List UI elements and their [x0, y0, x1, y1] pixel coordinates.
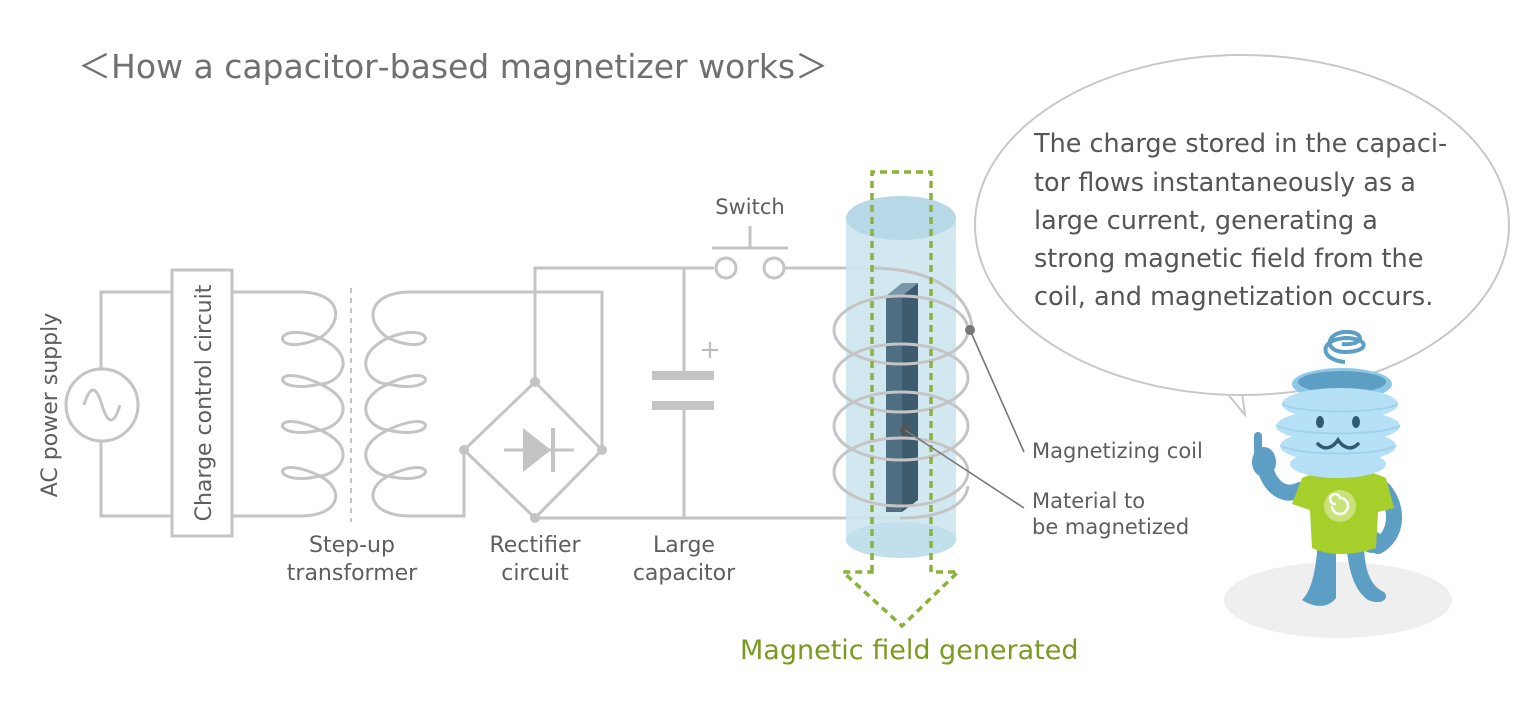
bubble-line-5: coil, and magnetization occurs.	[1034, 282, 1433, 312]
capacitor-label-line1: Large	[653, 533, 715, 558]
mascot-character	[1224, 329, 1452, 638]
material-to-be-magnetized	[886, 296, 902, 512]
speech-bubble: The charge stored in the capaci- tor flo…	[974, 54, 1510, 419]
capacitor-plus-sign: +	[699, 335, 721, 365]
material-top	[886, 283, 918, 296]
mascot-eye-left	[1316, 416, 1324, 428]
mascot-eye-right	[1352, 416, 1360, 428]
rectifier-label-line1: Rectifier	[489, 533, 581, 558]
bubble-line-3: large current, generating a	[1034, 206, 1378, 236]
mascot-mustache	[1316, 436, 1360, 450]
switch-label: Switch	[715, 195, 784, 219]
large-capacitor: + Large capacitor	[633, 268, 736, 586]
rectifier-circuit: Rectifier circuit	[459, 266, 714, 586]
switch: Switch	[712, 195, 788, 280]
step-up-label-line1: Step-up	[309, 533, 395, 558]
sine-wave-icon	[82, 388, 122, 422]
material-side	[902, 283, 918, 512]
bubble-line-2: tor flows instantaneously as a	[1034, 168, 1416, 198]
bubble-line-4: strong magnetic field from the	[1034, 244, 1423, 274]
ac-power-supply: AC power supply	[38, 290, 172, 518]
magnetic-field-arrow	[838, 170, 963, 629]
material-label-line2: be magnetized	[1032, 515, 1189, 539]
capacitor-plate-bottom	[652, 401, 714, 410]
charge-control-circuit: Charge control circuit	[170, 268, 234, 538]
capacitor-plate-top	[652, 371, 714, 380]
charge-control-label: Charge control circuit	[192, 284, 217, 521]
magnetizing-coil-assembly	[832, 170, 1025, 629]
rectifier-label-line2: circuit	[501, 561, 569, 586]
swirl-logo-icon	[1328, 492, 1350, 516]
magnetizing-coil	[832, 266, 975, 520]
ac-power-supply-label: AC power supply	[38, 313, 63, 497]
step-up-transformer: Step-up transformer	[232, 288, 604, 586]
spring-antenna-icon	[1323, 329, 1366, 364]
capacitor-label-line2: capacitor	[633, 561, 736, 586]
diagram-title: ＜How a capacitor‑based magnetizer works＞	[78, 47, 828, 86]
magnetic-field-label: Magnetic field generated	[740, 635, 1079, 666]
mascot-shadow	[1224, 562, 1452, 638]
magnetizing-coil-label: Magnetizing coil	[1032, 439, 1203, 463]
diode-icon	[523, 428, 551, 472]
bubble-line-1: The charge stored in the capaci-	[1033, 129, 1447, 159]
step-up-label-line2: transformer	[287, 561, 418, 586]
material-label-line1: Material to	[1032, 489, 1145, 513]
